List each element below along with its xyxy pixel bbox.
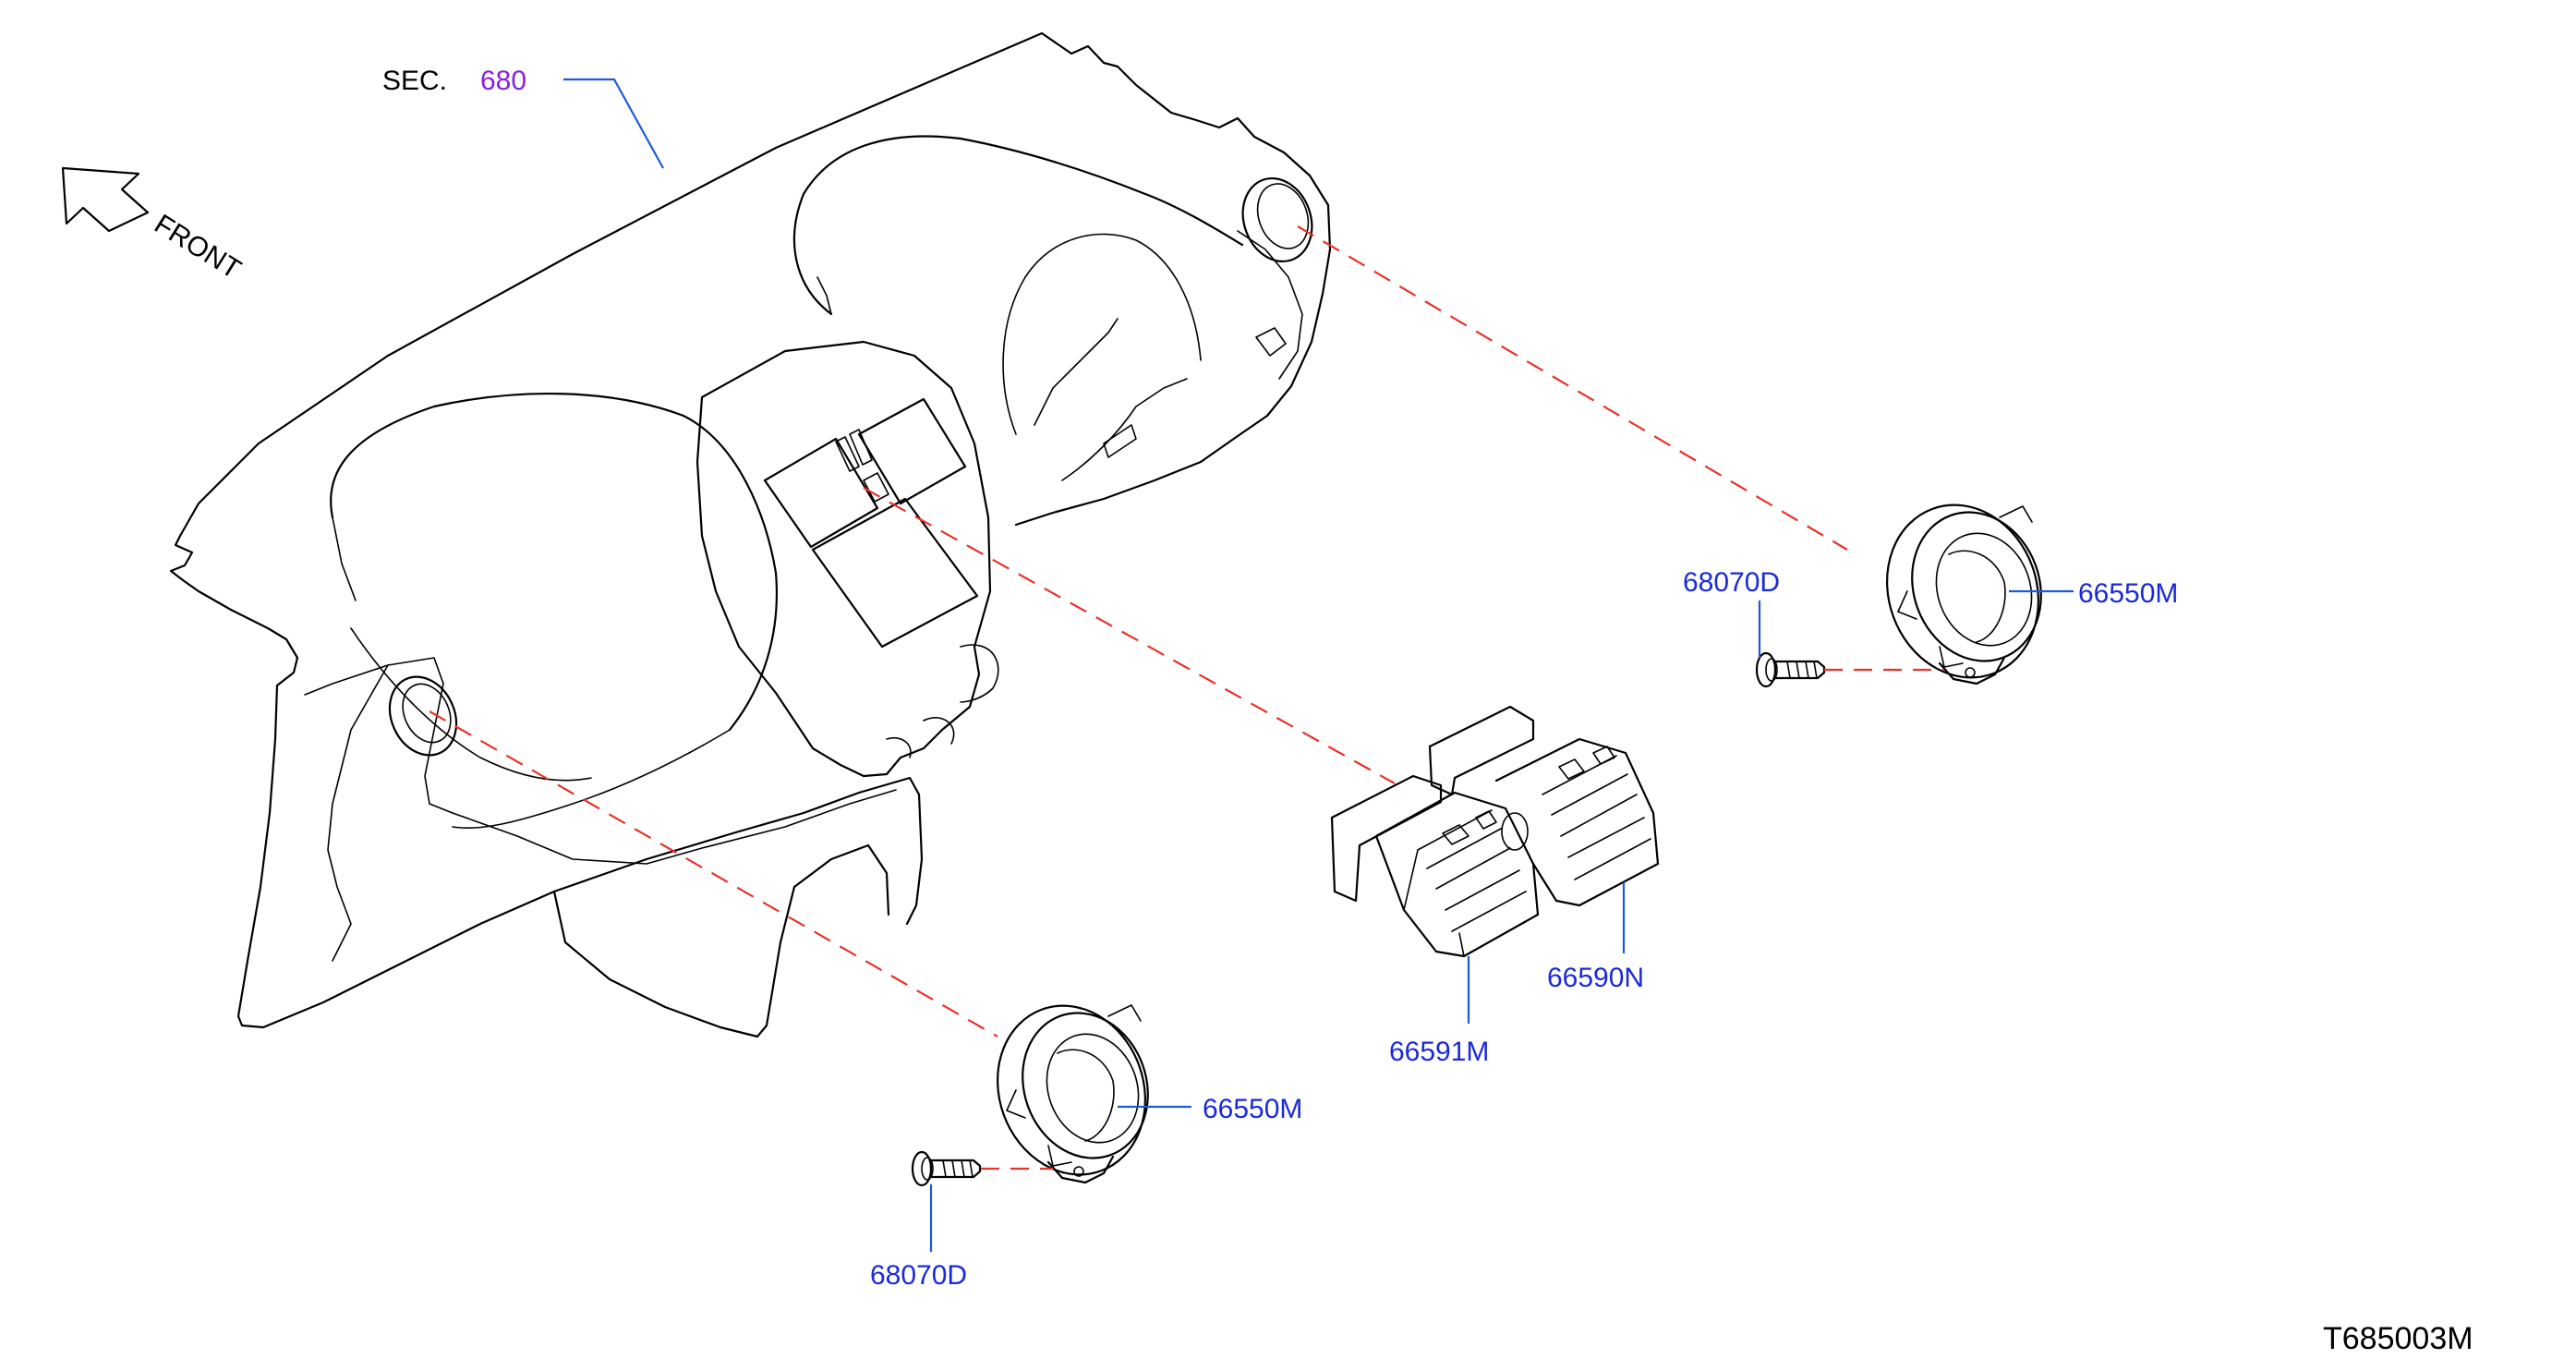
part-label-register-right[interactable]: 66550M: [2078, 578, 2178, 609]
front-direction-arrow-icon: [61, 166, 150, 233]
part-label-center-vent-left[interactable]: 66591M: [1389, 1037, 1489, 1067]
section-number-link[interactable]: 680: [480, 66, 526, 96]
left-panel-contours: [330, 392, 779, 830]
assembly-connector-lines: [429, 225, 1944, 1171]
diagram-code: T685003M: [2323, 1321, 2473, 1356]
instrument-panel-outline: [169, 31, 1332, 1038]
center-ventilator-assembly: [1330, 705, 1660, 958]
part-label-screw-right[interactable]: 68070D: [1683, 567, 1780, 598]
front-direction-label: FRONT: [149, 209, 246, 285]
part-label-center-vent-right[interactable]: 66590N: [1547, 963, 1644, 993]
section-prefix-label: SEC.: [382, 66, 447, 96]
center-stack: [695, 340, 999, 778]
part-label-screw-left[interactable]: 68070D: [870, 1260, 967, 1291]
left-screw: [911, 1150, 982, 1187]
dash-left-vent-opening: [388, 675, 458, 757]
right-side-register: [1886, 504, 2042, 686]
right-screw: [1755, 651, 1826, 688]
dash-right-vent-opening: [1241, 176, 1313, 263]
cluster-hood-contours: [792, 135, 1303, 481]
left-side-register: [996, 1004, 1149, 1184]
callout-leader-lines: [563, 78, 2074, 1252]
part-label-register-left[interactable]: 66550M: [1203, 1094, 1302, 1124]
